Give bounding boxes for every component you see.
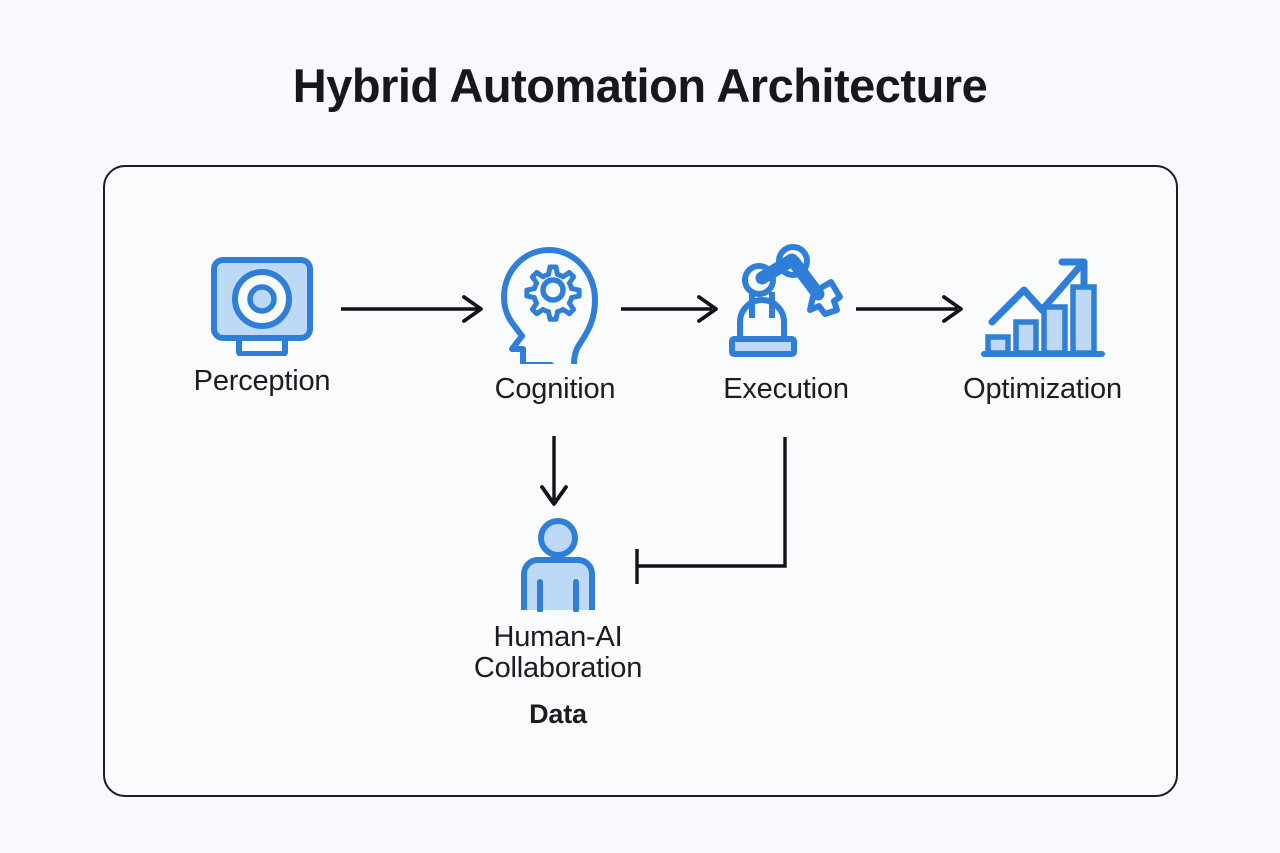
node-label-perception: Perception — [193, 365, 331, 397]
node-cognition[interactable]: Cognition — [455, 240, 655, 405]
node-sublabel-data: Data — [529, 699, 587, 730]
gear-icon — [524, 264, 582, 322]
camera-monitor-icon — [211, 257, 313, 356]
growth-bar-chart-icon — [980, 258, 1105, 357]
node-label-optimization: Optimization — [963, 373, 1122, 405]
node-label-execution: Execution — [723, 373, 849, 405]
page-title: Hybrid Automation Architecture — [292, 59, 988, 112]
robot-arm-icon — [729, 244, 843, 357]
person-icon — [521, 518, 595, 612]
node-perception[interactable]: Perception — [162, 252, 362, 397]
node-label-human-ai-collaboration: Human-AI Collaboration — [473, 621, 643, 684]
node-label-cognition: Cognition — [494, 373, 616, 405]
node-execution[interactable]: Execution — [686, 240, 886, 405]
node-optimization[interactable]: Optimization — [935, 240, 1150, 405]
head-gear-icon — [501, 247, 598, 364]
node-human-ai-collaboration[interactable]: Human-AI Collaboration Data — [428, 516, 688, 730]
